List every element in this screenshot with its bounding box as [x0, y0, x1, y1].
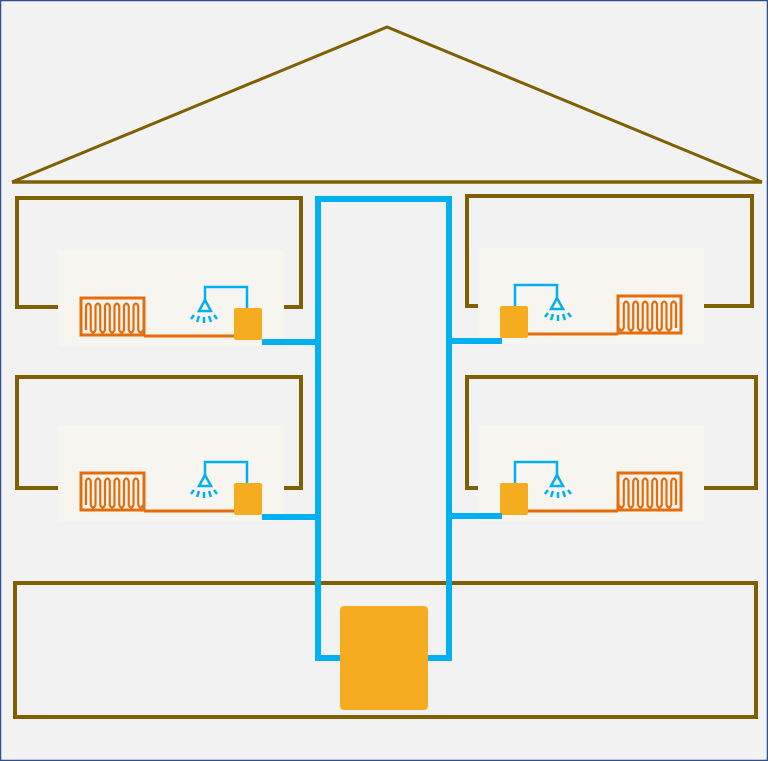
roof	[11, 25, 763, 184]
fixture-panel-top-left	[58, 250, 284, 346]
hot-water-unit-icon	[500, 483, 528, 515]
hot-water-unit-icon	[234, 308, 262, 340]
radiator-icon	[79, 471, 146, 512]
shower-icon	[190, 460, 249, 498]
radiator-icon	[616, 294, 683, 335]
fixture-panel-middle-right	[478, 425, 704, 521]
shower-icon	[513, 460, 572, 498]
fixture-panel-top-right	[478, 248, 704, 344]
fixture-panel-middle-left	[58, 425, 284, 521]
shower-icon	[190, 285, 249, 323]
hot-water-unit-icon	[500, 306, 528, 338]
boiler-icon	[340, 606, 428, 710]
shower-icon	[513, 283, 572, 321]
room-basement	[13, 581, 758, 719]
radiator-icon	[79, 296, 146, 337]
hot-water-unit-icon	[234, 483, 262, 515]
radiator-icon	[616, 471, 683, 512]
